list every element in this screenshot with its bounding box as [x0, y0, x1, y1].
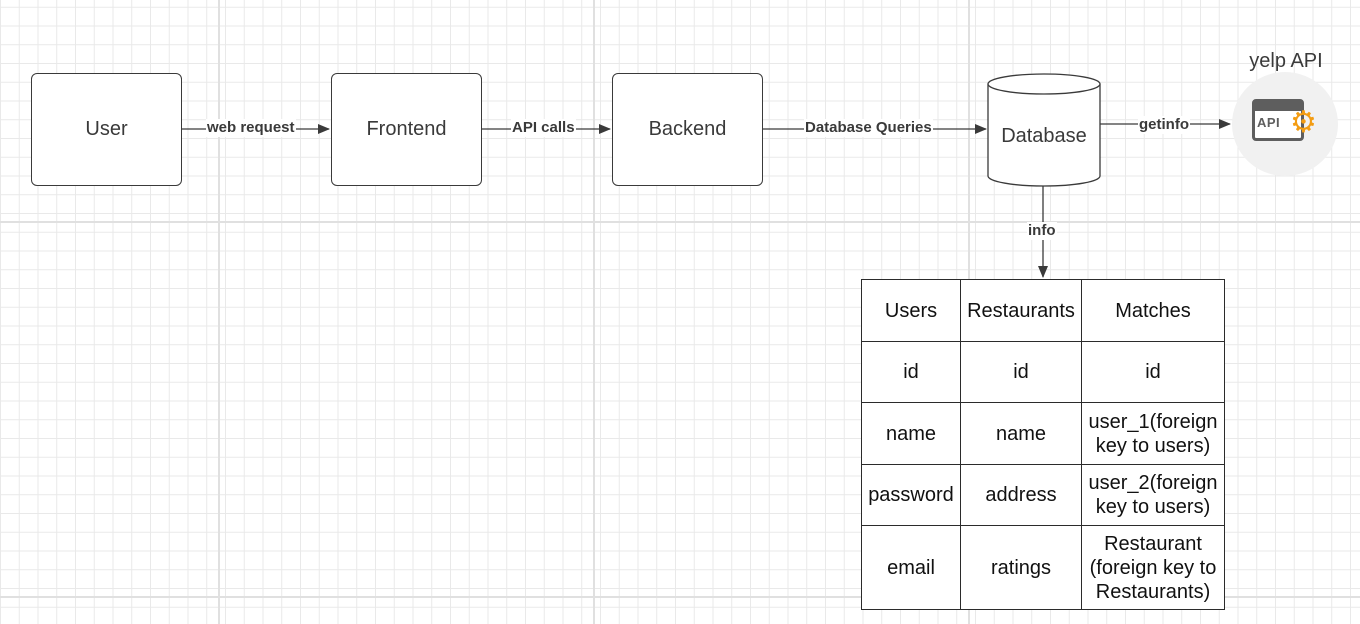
grid-line: [0, 221, 1360, 223]
table-cell: email: [861, 525, 961, 610]
table-header-users: Users: [861, 279, 961, 342]
edge-label-getinfo: getinfo: [1138, 116, 1190, 134]
node-user-label: User: [85, 118, 128, 140]
api-icon-text: API: [1257, 115, 1281, 130]
edge-label-info: info: [1027, 222, 1057, 240]
node-user[interactable]: User: [31, 73, 182, 186]
table-row: id id id: [861, 341, 1225, 403]
table-cell: address: [960, 464, 1082, 526]
table-row: email ratings Restaurant (foreign key to…: [861, 525, 1225, 610]
table-header-row: Users Restaurants Matches: [861, 279, 1225, 342]
grid-line: [593, 0, 595, 624]
table-cell: id: [960, 341, 1082, 403]
table-cell: name: [960, 402, 1082, 465]
grid-line: [0, 596, 1360, 598]
node-backend-label: Backend: [648, 118, 727, 140]
edge-label-database-queries: Database Queries: [804, 119, 933, 137]
table-cell: id: [861, 341, 961, 403]
table-row: password address user_2(foreign key to u…: [861, 464, 1225, 526]
database-cylinder[interactable]: [987, 73, 1101, 187]
table-header-restaurants: Restaurants: [960, 279, 1082, 342]
table-cell: ratings: [960, 525, 1082, 610]
yelp-api-node[interactable]: API ⚙: [1232, 72, 1338, 176]
edge-label-web-request: web request: [206, 119, 296, 137]
grid-line: [218, 0, 220, 624]
table-cell: Restaurant (foreign key to Restaurants): [1081, 525, 1225, 610]
node-frontend[interactable]: Frontend: [331, 73, 482, 186]
table-header-matches: Matches: [1081, 279, 1225, 342]
table-cell: id: [1081, 341, 1225, 403]
api-window-bar: [1255, 102, 1301, 111]
edge-label-api-calls: API calls: [511, 119, 576, 137]
node-frontend-label: Frontend: [366, 118, 447, 140]
api-window-icon: API: [1252, 99, 1304, 141]
table-cell: user_1(foreign key to users): [1081, 402, 1225, 465]
table-cell: name: [861, 402, 961, 465]
yelp-api-label: yelp API: [1249, 50, 1323, 72]
table-cell: user_2(foreign key to users): [1081, 464, 1225, 526]
node-backend[interactable]: Backend: [612, 73, 763, 186]
database-schema-table: Users Restaurants Matches id id id name …: [861, 279, 1225, 610]
table-row: name name user_1(foreign key to users): [861, 402, 1225, 465]
table-cell: password: [861, 464, 961, 526]
gear-icon: ⚙: [1290, 106, 1317, 139]
node-database-label: Database: [1001, 125, 1087, 147]
